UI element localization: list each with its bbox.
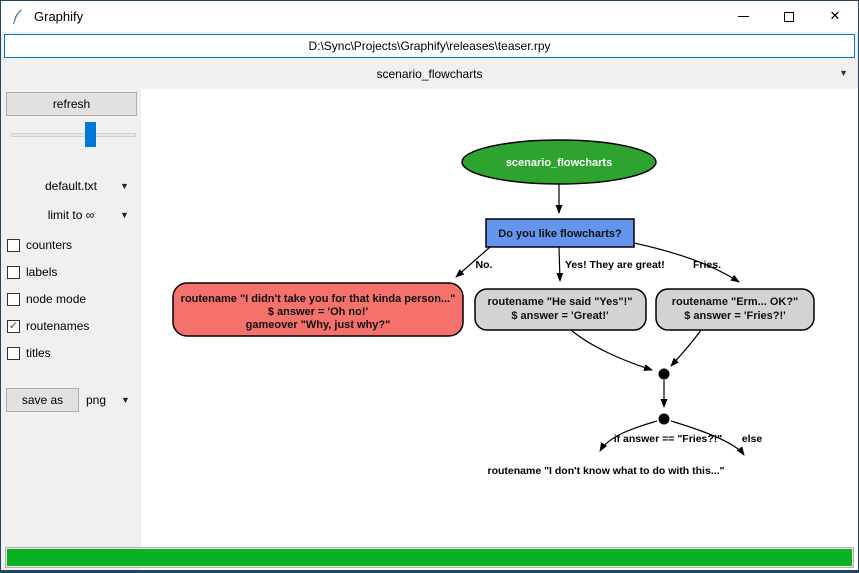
sidebar: refresh default.txt ▼ limit to ∞ ▼ count… — [1, 89, 141, 545]
graph-node-root-label: scenario_flowcharts — [506, 157, 612, 169]
status-row — [1, 545, 858, 570]
checkbox-routenames[interactable]: ✓ routenames — [7, 319, 90, 333]
checkbox-icon: ✓ — [7, 319, 20, 333]
graph-node-root — [461, 139, 657, 185]
minimize-button[interactable] — [720, 1, 766, 32]
flowchart-graph: scenario_flowcharts Do you like flowchar… — [172, 139, 815, 477]
graph-node-fries — [655, 288, 815, 331]
path-row — [1, 32, 858, 59]
maximize-icon — [784, 11, 794, 22]
branch-if-label: if answer == "Fries?!" — [614, 433, 723, 445]
graph-branch-dot — [658, 413, 670, 425]
checkbox-node-mode[interactable]: node mode — [7, 289, 86, 309]
label-combobox-value: scenario_flowcharts — [376, 67, 483, 81]
limit-combobox-value: limit to ∞ — [47, 208, 95, 222]
file-combobox[interactable]: default.txt ▼ — [1, 175, 141, 197]
branch-else-label: else — [742, 433, 763, 445]
save-as-button[interactable]: save as — [6, 388, 79, 412]
edge-label-yes: Yes! They are great! — [565, 259, 665, 271]
graph-node-fries-line2: $ answer = 'Fries?!' — [684, 310, 786, 322]
app-feather-icon — [10, 9, 26, 25]
chevron-down-icon: ▼ — [839, 68, 848, 78]
edge-label-no: No. — [476, 259, 493, 271]
graph-node-yes — [474, 288, 647, 331]
checkbox-titles[interactable]: titles — [7, 343, 51, 363]
checkbox-icon — [7, 238, 20, 252]
chevron-down-icon: ▼ — [120, 181, 129, 191]
format-combobox-value: png — [86, 393, 107, 407]
graph-canvas[interactable]: scenario_flowcharts Do you like flowchar… — [141, 89, 858, 545]
checkbox-icon — [7, 346, 20, 360]
checkbox-icon — [7, 265, 20, 279]
limit-combobox[interactable]: limit to ∞ ▼ — [1, 204, 141, 226]
graph-node-question-label: Do you like flowcharts? — [498, 228, 622, 240]
graph-node-fries-line1: routename "Erm... OK?" — [672, 296, 799, 308]
graph-node-gameover-line3: gameover "Why, just why?" — [246, 319, 391, 331]
tail-routename-text: routename "I don't know what to do with … — [487, 465, 724, 477]
checkbox-counters[interactable]: counters — [7, 235, 72, 255]
edge-label-fries: Fries. — [693, 259, 721, 271]
refresh-button[interactable]: refresh — [6, 92, 137, 116]
chevron-down-icon: ▼ — [120, 210, 129, 220]
graph-node-question — [485, 218, 635, 248]
label-combobox[interactable]: scenario_flowcharts ▼ — [1, 59, 858, 89]
maximize-button[interactable] — [766, 1, 812, 32]
checkbox-icon — [7, 292, 20, 306]
minimize-icon — [737, 16, 749, 17]
graph-node-gameover — [172, 282, 464, 337]
graph-node-yes-line1: routename "He said "Yes"!" — [488, 296, 633, 308]
close-icon: ✕ — [829, 9, 841, 24]
graph-node-gameover-line2: $ answer = 'Oh no!' — [268, 306, 369, 318]
titlebar: Graphify ✕ — [1, 1, 858, 32]
progress-bar — [5, 547, 854, 568]
graph-merge-dot — [658, 368, 670, 380]
progress-bar-fill — [7, 549, 852, 566]
file-combobox-value: default.txt — [44, 179, 98, 193]
zoom-slider-track[interactable] — [11, 133, 136, 137]
window-controls: ✕ — [720, 1, 858, 32]
file-path-input[interactable] — [4, 34, 855, 58]
format-combobox[interactable]: png ▼ — [1, 388, 141, 412]
graph-node-gameover-line1: routename "I didn't take you for that ki… — [181, 293, 456, 305]
close-button[interactable]: ✕ — [812, 1, 858, 32]
graph-edges — [455, 184, 745, 456]
graph-node-yes-line2: $ answer = 'Great!' — [511, 310, 609, 322]
zoom-slider-thumb[interactable] — [85, 122, 97, 147]
window-title: Graphify — [34, 9, 84, 24]
checkbox-labels[interactable]: labels — [7, 262, 57, 282]
chevron-down-icon: ▼ — [121, 395, 130, 405]
